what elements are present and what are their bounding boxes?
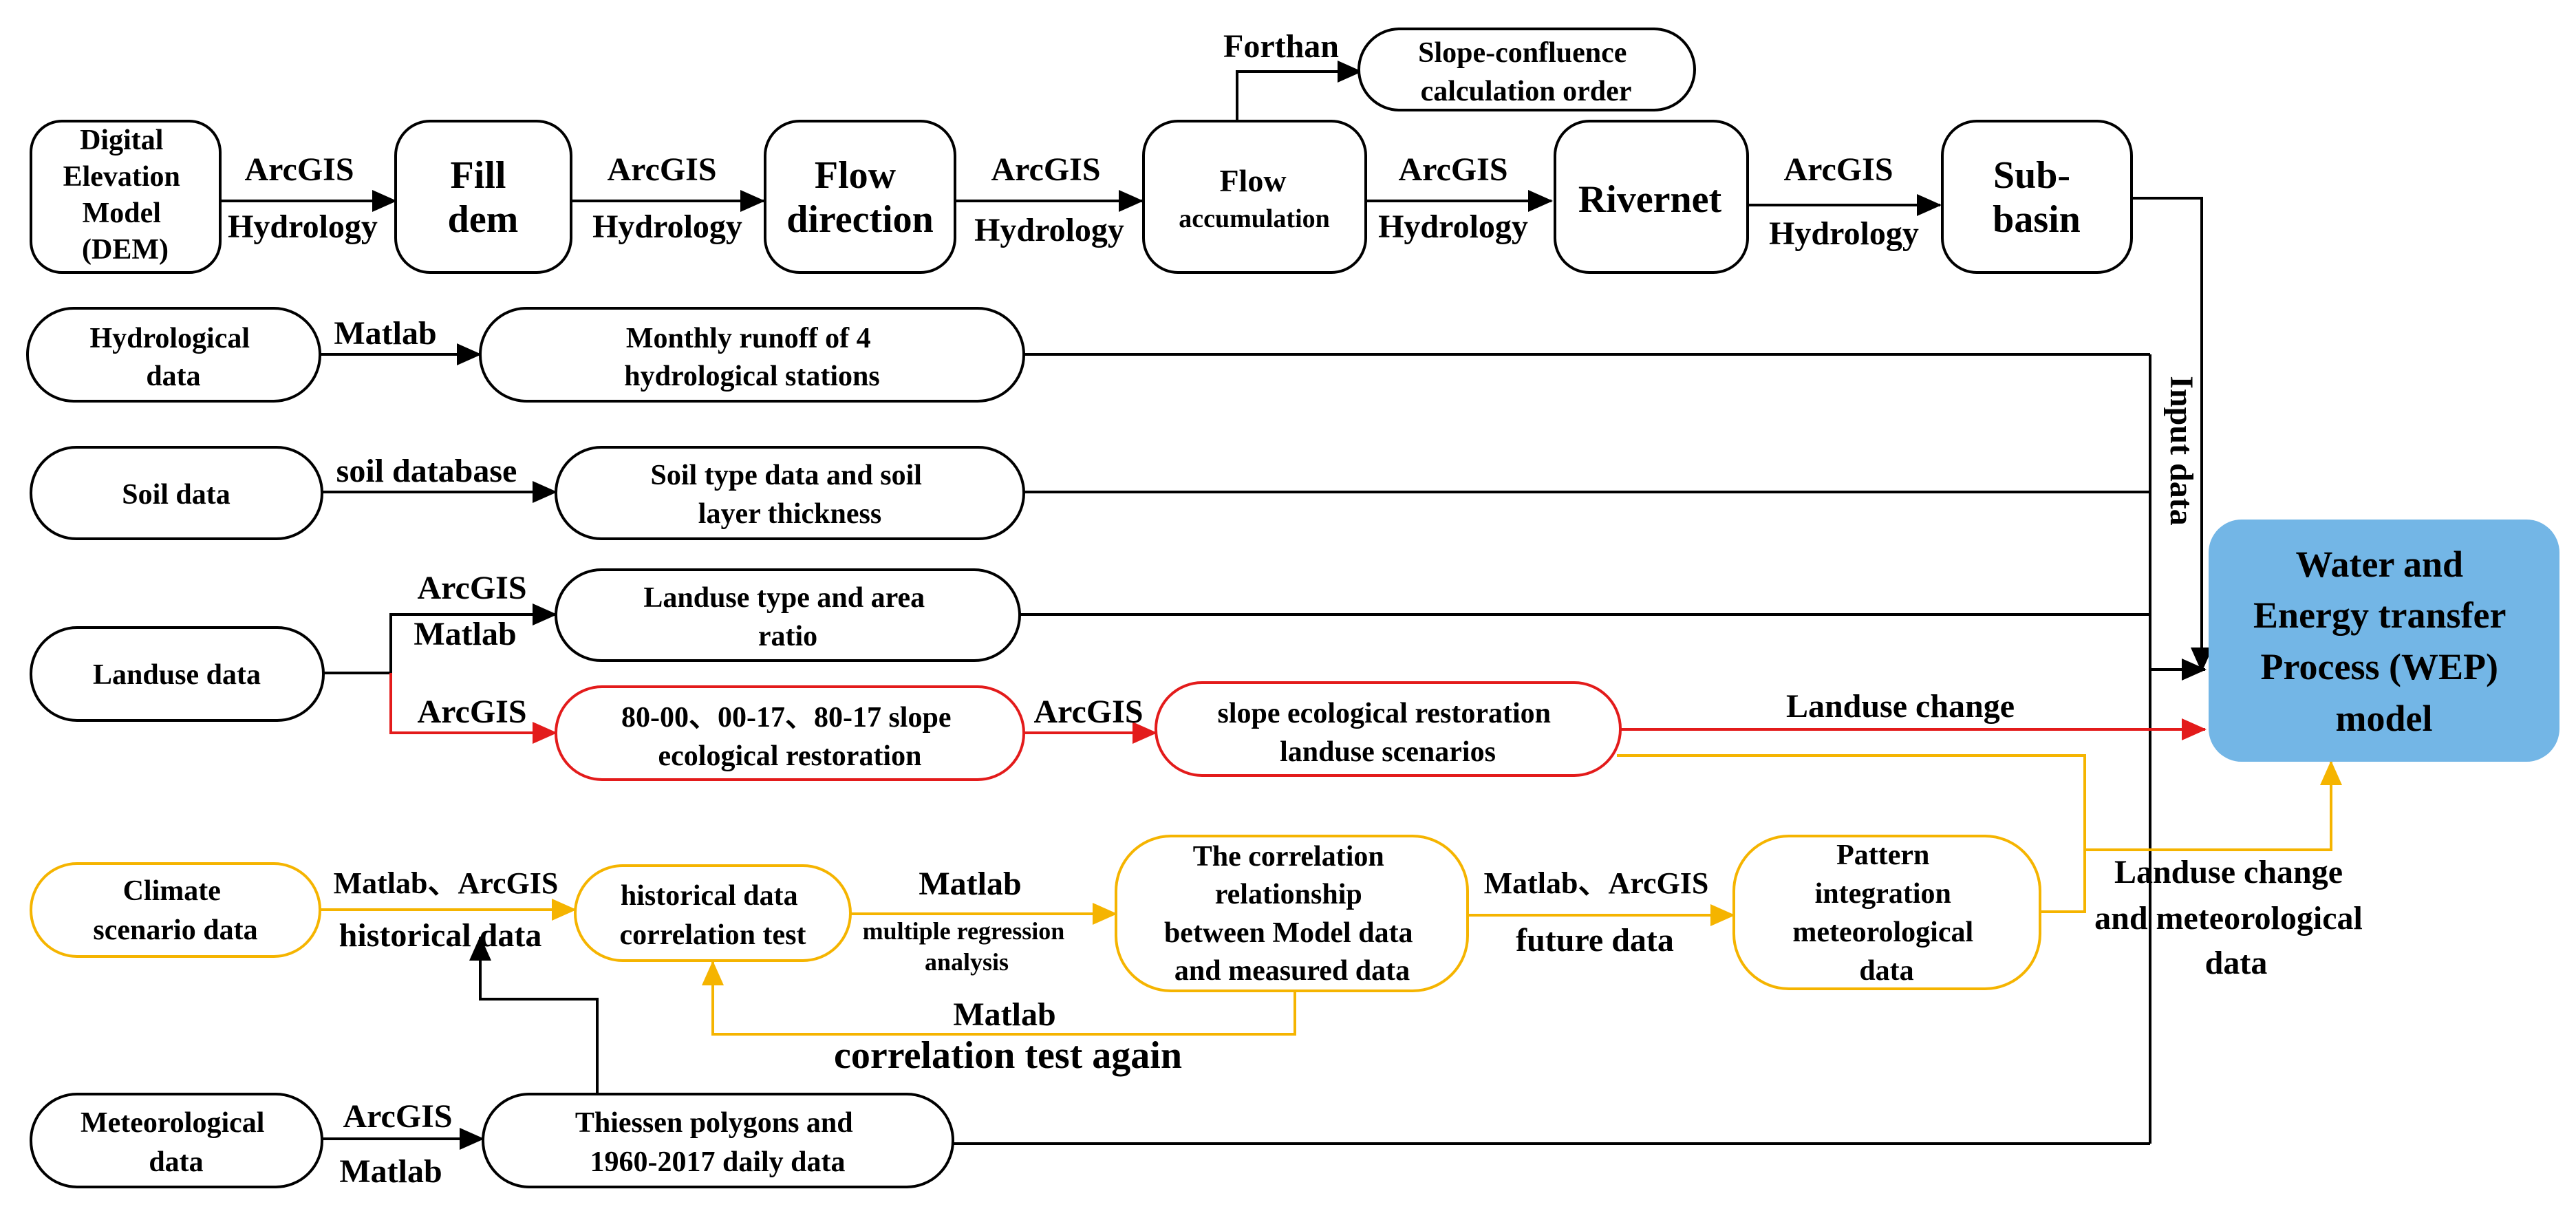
node-rivernet-label: Rivernet [1578, 178, 1722, 221]
node-correlation-relationship: The correlation relationship between Mod… [1115, 835, 1469, 992]
node-pattern-integration: Pattern integration meteorological data [1732, 835, 2041, 990]
node-fill-dem-label: Fill dem [448, 154, 519, 241]
node-fill-dem: Fill dem [394, 120, 572, 274]
nodes: Digital Elevation Model (DEM) Fill dem F… [26, 28, 2559, 1188]
label-matlab-landuse: Matlab [414, 616, 516, 652]
node-landuse-data: Landuse data [30, 626, 325, 722]
label-matlab-hydro: Matlab [334, 315, 436, 352]
node-thiessen-polygons: Thiessen polygons and 1960-2017 daily da… [482, 1093, 954, 1188]
label-arcgis-met: ArcGIS [343, 1098, 452, 1135]
arrow-landuse-to-landusetype [323, 603, 557, 674]
label-matlab-regression: Matlab [919, 866, 1021, 902]
node-flow-accumulation-label: Flow accumulation [1179, 163, 1330, 233]
label-landuse-change: Landuse change [1786, 688, 2015, 725]
node-climate-scenario: Climate scenario data [30, 862, 321, 958]
node-climate-scenario-label: Climate scenario data [93, 875, 257, 946]
label-arcgis-red-2: ArcGIS [1033, 694, 1143, 730]
node-landuse-data-label: Landuse data [93, 659, 261, 691]
label-hydrology-5: Hydrology [1769, 215, 1919, 252]
label-matlab-arcgis-2: Matlab、ArcGIS [1484, 866, 1709, 900]
node-historical-test: historical data correlation test [574, 864, 852, 962]
node-rivernet: Rivernet [1554, 120, 1749, 274]
arrow-merge-to-wep [2085, 760, 2342, 851]
node-monthly-runoff-label: Monthly runoff of 4 hydrological station… [624, 323, 879, 392]
label-hydrology-1: Hydrology [228, 208, 378, 245]
label-arcgis-landuse: ArcGIS [417, 570, 526, 606]
label-hydrology-3: Hydrology [974, 212, 1124, 248]
label-matlab-arcgis-1: Matlab、ArcGIS [334, 866, 559, 900]
label-arcgis-4: ArcGIS [1398, 151, 1507, 188]
node-correlation-relationship-label: The correlation relationship between Mod… [1164, 841, 1420, 987]
node-sub-basin-label: Sub- basin [1993, 154, 2081, 241]
node-monthly-runoff: Monthly runoff of 4 hydrological station… [479, 307, 1025, 403]
connectors [220, 61, 2342, 1150]
label-arcgis-5: ArcGIS [1783, 151, 1893, 188]
node-soil-data: Soil data [30, 446, 323, 540]
arrow-landuse-to-slope-restoration [389, 673, 557, 744]
node-soil-data-label: Soil data [122, 479, 230, 511]
node-slope-confluence: Slope-confluence calculation order [1357, 28, 1696, 111]
label-landuse-met-data: Landuse change and meteorological data [2094, 854, 2371, 981]
node-slope-restoration-label: 80-00、00-17、80-17 slope ecological resto… [621, 702, 958, 772]
label-hydrology-4: Hydrology [1378, 208, 1528, 245]
node-landuse-type: Landuse type and area ratio [555, 568, 1021, 662]
label-correlation-again: correlation test again [834, 1034, 1182, 1077]
arrow-correlation-back-to-historical [702, 961, 1296, 1036]
edge-labels: ArcGIS Hydrology ArcGIS Hydrology ArcGIS… [228, 28, 2371, 1190]
node-soil-type-label: Soil type data and soil layer thickness [651, 460, 930, 530]
node-restoration-scenarios: slope ecological restoration landuse sce… [1155, 681, 1622, 777]
node-restoration-scenarios-label: slope ecological restoration landuse sce… [1218, 698, 1558, 768]
node-soil-type: Soil type data and soil layer thickness [555, 446, 1025, 540]
node-landuse-type-label: Landuse type and area ratio [643, 582, 932, 652]
node-hydrological-data: Hydrological data [26, 307, 321, 403]
line-scenarios-to-merge [1617, 754, 2086, 850]
node-flow-direction: Flow direction [764, 120, 956, 274]
label-input-data: Input data [2163, 376, 2200, 525]
label-future-data: future data [1516, 922, 1674, 959]
node-hydrological-data-label: Hydrological data [89, 323, 257, 392]
arrow-thiessen-to-historical [469, 936, 599, 1094]
label-hydrology-2: Hydrology [592, 208, 742, 245]
line-pattern-to-merge [2040, 850, 2086, 913]
node-slope-confluence-label: Slope-confluence calculation order [1418, 37, 1634, 107]
label-multiple-regression: multiple regression analysis [863, 917, 1071, 976]
label-arcgis-red-1: ArcGIS [417, 694, 526, 730]
node-historical-test-label: historical data correlation test [620, 880, 806, 951]
node-dem: Digital Elevation Model (DEM) [30, 120, 222, 274]
label-arcgis-2: ArcGIS [607, 151, 716, 188]
label-soil-database: soil database [336, 453, 517, 489]
node-wep-model-label: Water and Energy transfer Process (WEP) … [2253, 544, 2515, 739]
arrow-flowacc-to-slopeconfluence [1236, 61, 1362, 122]
node-thiessen-polygons-label: Thiessen polygons and 1960-2017 daily da… [575, 1107, 860, 1178]
node-pattern-integration-label: Pattern integration meteorological data [1792, 839, 1980, 987]
label-arcgis-3: ArcGIS [991, 151, 1100, 188]
label-arcgis-1: ArcGIS [244, 151, 354, 188]
node-sub-basin: Sub- basin [1941, 120, 2133, 274]
label-historical-data: historical data [339, 917, 542, 954]
node-meteorological-data-label: Meteorological data [80, 1107, 272, 1178]
node-meteorological-data: Meteorological data [30, 1093, 323, 1188]
node-wep-model: Water and Energy transfer Process (WEP) … [2209, 520, 2559, 762]
node-flow-accumulation: Flow accumulation [1142, 120, 1367, 274]
node-slope-restoration: 80-00、00-17、80-17 slope ecological resto… [555, 685, 1025, 781]
arrow-subbasin-to-wep [2132, 197, 2213, 672]
label-matlab-again: Matlab [953, 996, 1055, 1033]
node-flow-direction-label: Flow direction [786, 154, 934, 241]
label-matlab-met: Matlab [339, 1153, 442, 1190]
label-forthan: Forthan [1223, 28, 1339, 65]
node-dem-label: Digital Elevation Model (DEM) [63, 125, 188, 266]
